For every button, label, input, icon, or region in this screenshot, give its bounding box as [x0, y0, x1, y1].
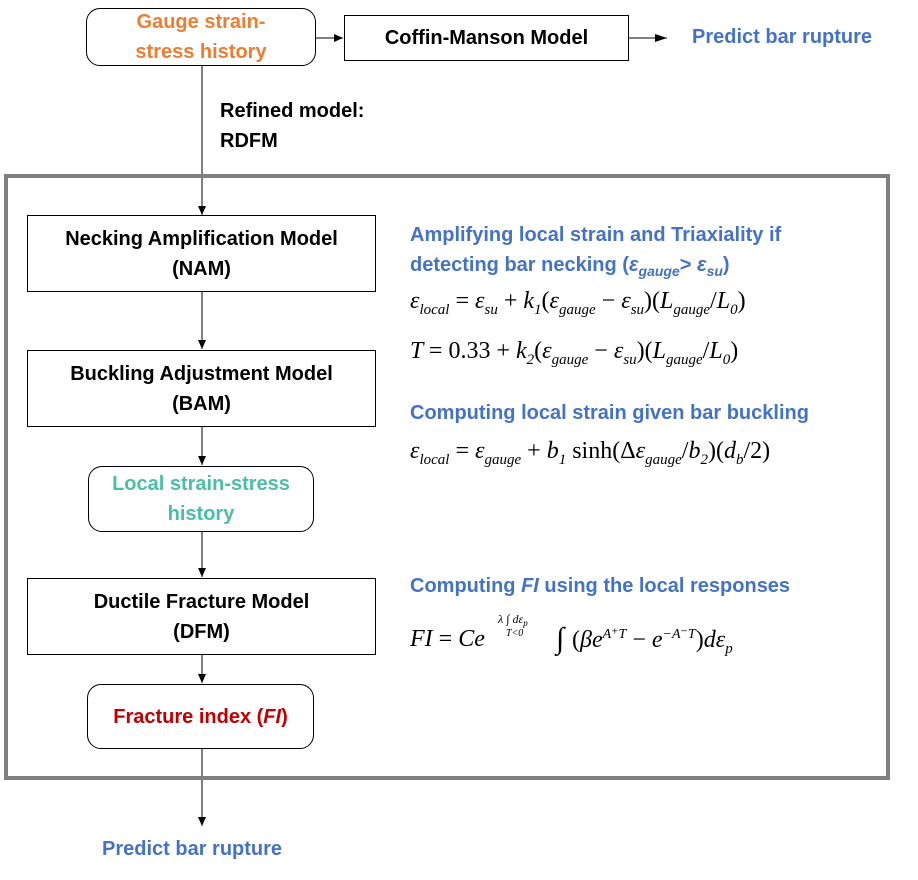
nam-line1: Necking Amplification Model: [65, 227, 338, 250]
nam-box: Necking Amplification Model (NAM): [27, 215, 376, 292]
gauge-history-line2: stress history: [135, 41, 267, 63]
rdfm-frame: [4, 174, 890, 780]
coffin-manson-box: Coffin-Manson Model: [344, 15, 629, 61]
local-history-line1: Local strain-stress: [112, 473, 290, 495]
necking-note-line2: detecting bar necking (εgauge> εsu): [410, 250, 781, 286]
coffin-manson-label: Coffin-Manson Model: [384, 27, 589, 49]
gauge-history-line1: Gauge strain-: [136, 11, 266, 33]
necking-close: ): [722, 254, 730, 276]
necking-note: Amplifying local strain and Triaxiality …: [410, 220, 781, 286]
dfm-line2: (DFM): [173, 620, 230, 643]
equation-triaxiality: T = 0.33 + k2(εgauge − εsu)(Lgauge/L0): [410, 338, 739, 368]
bam-line1: Buckling Adjustment Model: [70, 362, 333, 385]
local-history-box: Local strain-stress history: [88, 466, 314, 532]
fi-prefix: Fracture index (: [113, 705, 264, 728]
necking-note-line1: Amplifying local strain and Triaxiality …: [410, 224, 782, 246]
necking-sub-su: su: [706, 263, 723, 279]
necking-eps-gauge: ε: [628, 254, 639, 276]
refined-model-line2: RDFM: [220, 130, 278, 152]
bam-line2: (BAM): [172, 392, 231, 415]
fracture-index-label: Fracture index (FI): [113, 702, 288, 732]
dfm-line1: Ductile Fracture Model: [93, 590, 310, 613]
necking-sub-gauge: gauge: [638, 263, 680, 279]
nam-line2: (NAM): [172, 257, 231, 280]
fracture-index-box: Fracture index (FI): [87, 684, 314, 749]
refined-model-line1: Refined model:: [220, 100, 365, 122]
fi-note-prefix: Computing: [410, 575, 522, 597]
fi-note: Computing FI using the local responses: [410, 575, 790, 598]
predict-rupture-bottom: Predict bar rupture: [102, 838, 283, 860]
predict-rupture-top: Predict bar rupture: [692, 26, 873, 48]
refined-model-label: Refined model: RDFM: [220, 96, 364, 156]
fi-note-symbol: FI: [521, 575, 539, 597]
equation-local-strain-necking: εlocal = εsu + k1(εgauge − εsu)(Lgauge/L…: [410, 288, 746, 318]
bam-box: Buckling Adjustment Model (BAM): [27, 350, 376, 427]
fi-symbol: FI: [263, 705, 282, 728]
necking-eps-su: ε: [697, 254, 707, 276]
necking-gt: >: [679, 254, 697, 276]
necking-note-prefix: detecting bar necking (: [410, 254, 629, 276]
gauge-history-box: Gauge strain- stress history: [86, 8, 316, 66]
dfm-box: Ductile Fracture Model (DFM): [27, 578, 376, 655]
fi-note-suffix: using the local responses: [538, 575, 791, 597]
fi-suffix: ): [281, 705, 288, 728]
local-history-line2: history: [167, 503, 235, 525]
equation-local-strain-buckling: εlocal = εgauge + b1 sinh(Δεgauge/b2)(db…: [410, 438, 771, 468]
buckling-note: Computing local strain given bar bucklin…: [410, 402, 809, 424]
